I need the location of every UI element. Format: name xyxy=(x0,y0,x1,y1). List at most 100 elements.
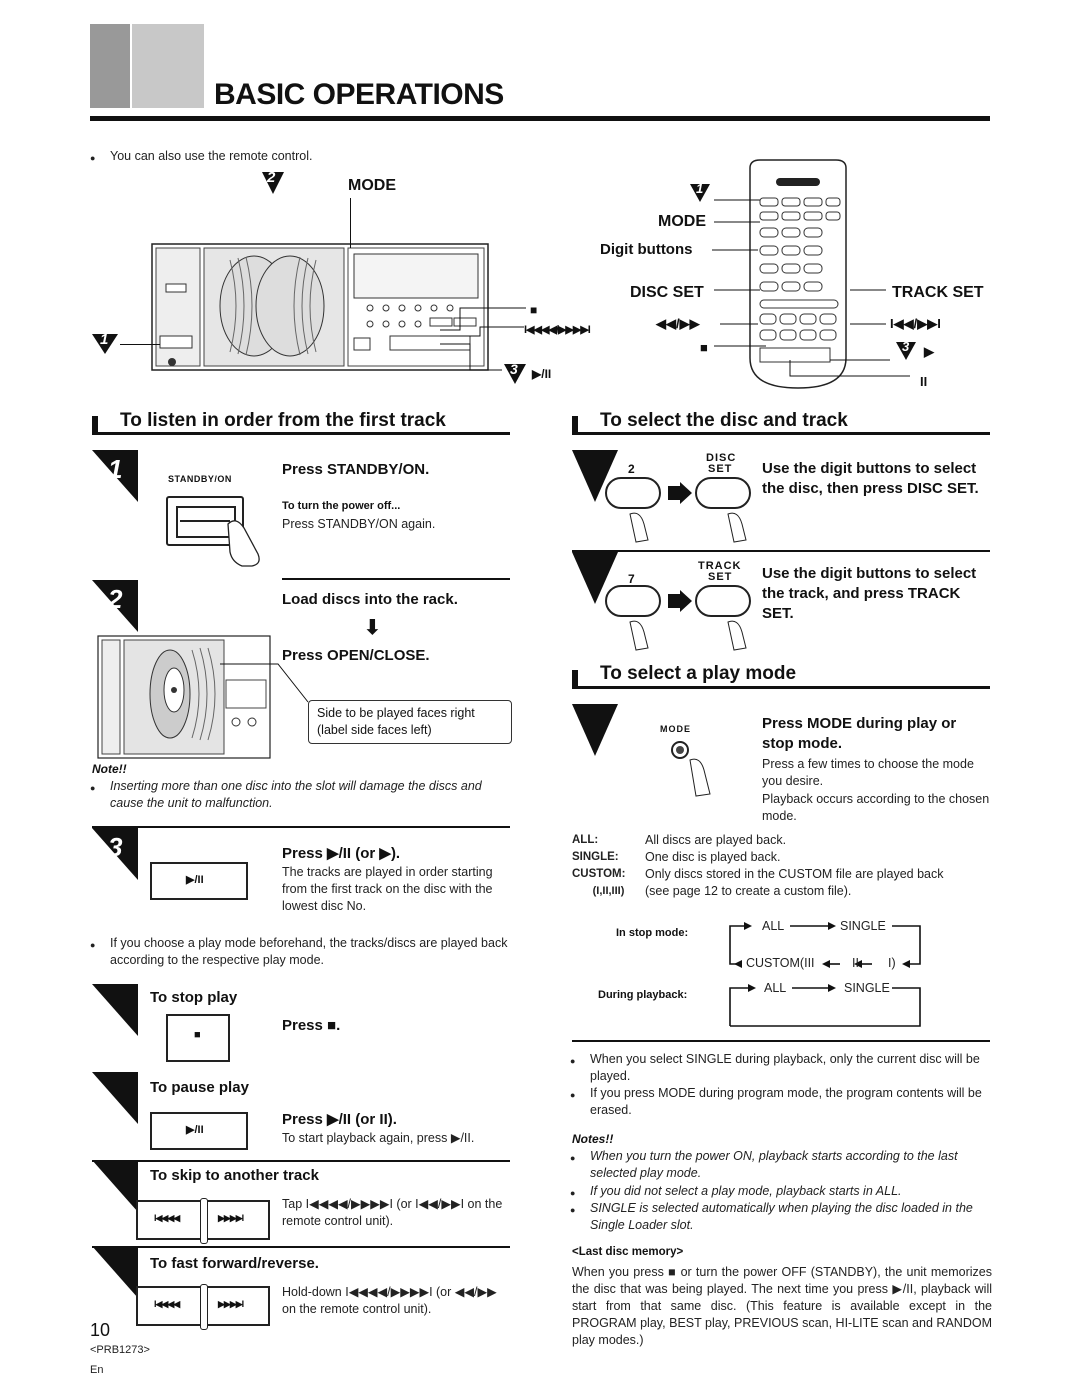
device-skip-label: I◀◀◀◀/▶▶▶▶I xyxy=(524,324,591,336)
mode-bullet2: If you press MODE during program mode, t… xyxy=(570,1085,990,1119)
mode-note3: SINGLE is selected automatically when pl… xyxy=(570,1200,990,1234)
mode-row-single: SINGLE:One disc is played back. xyxy=(572,850,781,864)
pause-instruction: Press ▶/II (or II). xyxy=(282,1111,397,1128)
fast-title: To fast forward/reverse. xyxy=(150,1255,319,1272)
flow-custom-i: I) xyxy=(888,956,896,970)
step1-subtext: Press STANDBY/ON again. xyxy=(282,517,436,531)
remote-ffrev-label: ◀◀/▶▶ xyxy=(656,316,700,331)
remote-skip-label: I◀◀/▶▶I xyxy=(890,316,941,331)
disc-text: Use the digit buttons to select the disc… xyxy=(762,460,979,497)
device-leader-lines xyxy=(440,300,530,380)
note-text: Inserting more than one disc into the sl… xyxy=(90,778,510,812)
remote-note: You can also use the remote control. xyxy=(90,148,312,167)
mode-instruction: Press MODE during play or stop mode. xyxy=(762,715,957,752)
remote-stop-label: ■ xyxy=(700,340,708,355)
remote-digit-label: Digit buttons xyxy=(600,241,693,258)
mode-section-rule xyxy=(572,1040,990,1042)
header-rule xyxy=(90,116,990,121)
memory-text: When you press ■ or turn the power OFF (… xyxy=(572,1265,992,1347)
header-tab-light xyxy=(132,24,204,108)
skip-marker xyxy=(92,1160,138,1212)
stop-marker xyxy=(92,984,138,1036)
flow-stop-single: SINGLE xyxy=(840,919,886,933)
section-select-rule xyxy=(572,432,990,435)
mode-text1: Press a few times to choose the mode you… xyxy=(762,757,974,788)
mode-button-caption: MODE xyxy=(660,724,691,734)
mode-row-custom: CUSTOM:Only discs stored in the CUSTOM f… xyxy=(572,867,944,881)
track-set-label-top: TRACK xyxy=(698,560,742,572)
mode-list: ALL:All discs are played back. SINGLE:On… xyxy=(572,832,992,900)
device-mode-label: MODE xyxy=(348,177,396,194)
mode-marker xyxy=(572,704,618,756)
disc-buttons-illustration xyxy=(600,474,760,544)
track-marker xyxy=(572,552,618,604)
mode-button-illustration xyxy=(668,738,728,800)
pause-marker xyxy=(92,1072,138,1124)
pause-text: To start playback again, press ▶/II. xyxy=(282,1131,475,1145)
note-head: Note!! xyxy=(92,762,127,776)
disc-digit: 2 xyxy=(628,462,635,476)
disc-marker xyxy=(572,450,618,502)
play-mode-note: If you choose a play mode beforehand, th… xyxy=(90,935,512,969)
model-code: <PRB1273> xyxy=(90,1344,150,1356)
device-loading-illustration xyxy=(96,630,272,760)
stop-instruction: Press ■. xyxy=(282,1017,341,1034)
section-select-title: To select the disc and track xyxy=(600,410,848,431)
flow-play-label: During playback: xyxy=(598,989,688,1001)
track-set-label-bottom: SET xyxy=(708,571,733,583)
language-code: En xyxy=(90,1364,104,1376)
flow-stop-all: ALL xyxy=(762,919,785,933)
remote-leader-lines xyxy=(700,190,920,380)
section-listen-rule xyxy=(92,432,510,435)
section-mode-marker xyxy=(572,670,578,688)
mode-note1: When you turn the power ON, playback sta… xyxy=(570,1148,990,1182)
page-title: BASIC OPERATIONS xyxy=(214,78,504,111)
step1-rule xyxy=(282,578,510,580)
memory-head: <Last disc memory> xyxy=(572,1246,684,1258)
step2-instruction2: Press OPEN/CLOSE. xyxy=(282,647,430,664)
flow-custom-iii: CUSTOM(III xyxy=(746,956,815,970)
device-play-step: 3 xyxy=(504,361,526,384)
disc-rule xyxy=(572,550,990,552)
remote-play-label: ▶ xyxy=(924,344,934,359)
section-listen-title: To listen in order from the first track xyxy=(120,410,446,431)
remote-mode-label: MODE xyxy=(658,213,706,230)
skip-title: To skip to another track xyxy=(150,1167,319,1184)
flow-stop-label: In stop mode: xyxy=(616,927,689,939)
step2-instruction1: Load discs into the rack. xyxy=(282,591,458,608)
pause-button-illustration: ▶/II xyxy=(150,1112,248,1150)
skip-buttons-illustration: I◀◀◀◀ ▶▶▶▶I xyxy=(136,1198,270,1244)
remote-step1: 1 xyxy=(690,181,710,202)
device-illustration xyxy=(150,240,490,380)
remote-track-set-label: TRACK SET xyxy=(892,284,984,301)
flow-custom-ii: II xyxy=(852,956,859,970)
mode-note2: If you did not select a play mode, playb… xyxy=(570,1183,990,1202)
page-number: 10 xyxy=(90,1320,111,1340)
pause-title: To pause play xyxy=(150,1079,249,1096)
section-mode-title: To select a play mode xyxy=(600,663,797,684)
standby-hand xyxy=(222,516,268,568)
mode-row-all: ALL:All discs are played back. xyxy=(572,833,787,847)
header-tab-dark xyxy=(90,24,130,108)
step3-text: The tracks are played in order starting … xyxy=(282,865,493,913)
section-select-marker xyxy=(572,416,578,434)
stop-button-illustration: ■ xyxy=(166,1014,230,1062)
track-buttons-illustration xyxy=(600,582,760,652)
step2-marker: 2 xyxy=(92,580,138,632)
flow-play-all: ALL xyxy=(764,981,787,995)
fast-marker xyxy=(92,1246,138,1298)
device-mode-leader xyxy=(350,198,351,248)
track-digit: 7 xyxy=(628,572,635,586)
section-mode-rule xyxy=(572,686,990,689)
device-standby-leader xyxy=(120,344,160,345)
step1-instruction: Press STANDBY/ON. xyxy=(282,461,430,478)
flow-diagram xyxy=(722,918,932,1030)
step1-subhead: To turn the power off... xyxy=(282,500,401,512)
remote-pause-label: II xyxy=(920,374,928,389)
flow-play-single: SINGLE xyxy=(844,981,890,995)
fast-text: Hold-down I◀◀◀◀/▶▶▶▶I (or ◀◀/▶▶ on the r… xyxy=(282,1285,497,1316)
mode-bullet1: When you select SINGLE during playback, … xyxy=(570,1051,990,1085)
skip-rule xyxy=(92,1160,510,1162)
mode-row-custom-ref: (I,II,III)(see page 12 to create a custo… xyxy=(592,884,852,898)
notes-head: Notes!! xyxy=(572,1132,614,1146)
